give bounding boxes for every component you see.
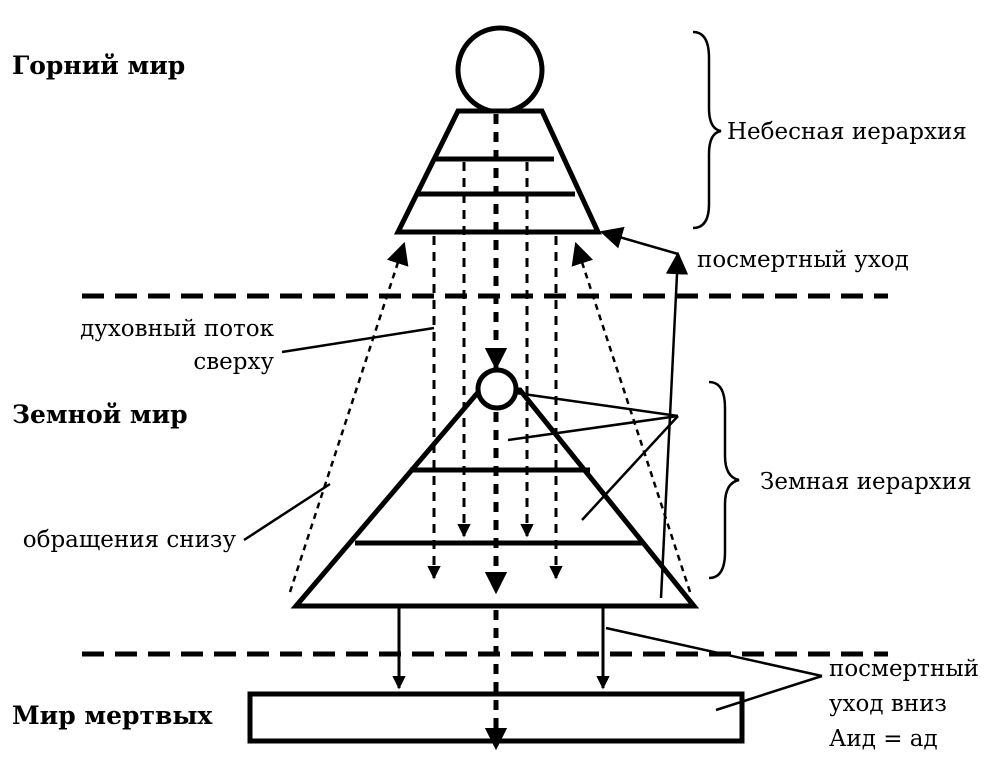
label-upper-world: Горний мир <box>12 51 185 80</box>
leader-earthly-2 <box>507 414 679 442</box>
brace-heavenly <box>692 30 722 230</box>
label-earthly-world: Земной мир <box>12 400 188 429</box>
label-spiritual-flow-2: сверху <box>193 349 274 375</box>
earthly-source-circle <box>475 367 519 411</box>
label-dead-world: Мир мертвых <box>12 701 213 730</box>
label-spiritual-flow-1: духовный поток <box>80 316 274 342</box>
label-heavenly-hierarchy: Небесная иерархия <box>727 119 967 145</box>
departure-up-diagonal <box>599 226 679 256</box>
label-earthly-hierarchy: Земная иерархия <box>760 469 972 495</box>
label-departure-down-1: посмертный <box>829 656 979 682</box>
leader-dead-2 <box>715 674 823 712</box>
heavenly-source-circle <box>455 25 545 115</box>
leader-dead-1 <box>605 626 823 678</box>
leader-earthly-1 <box>515 391 679 418</box>
label-departure-down-2: уход вниз <box>829 691 947 717</box>
label-appeals-from-below: обращения снизу <box>23 527 237 553</box>
leader-earthly-3 <box>581 415 679 521</box>
brace-earthly <box>708 380 740 580</box>
leader-appeals <box>243 482 331 542</box>
leader-spiritual-flow <box>281 326 435 354</box>
label-posthumous-departure: посмертный уход <box>697 247 909 273</box>
label-departure-down-3: Аид = ад <box>829 726 938 752</box>
